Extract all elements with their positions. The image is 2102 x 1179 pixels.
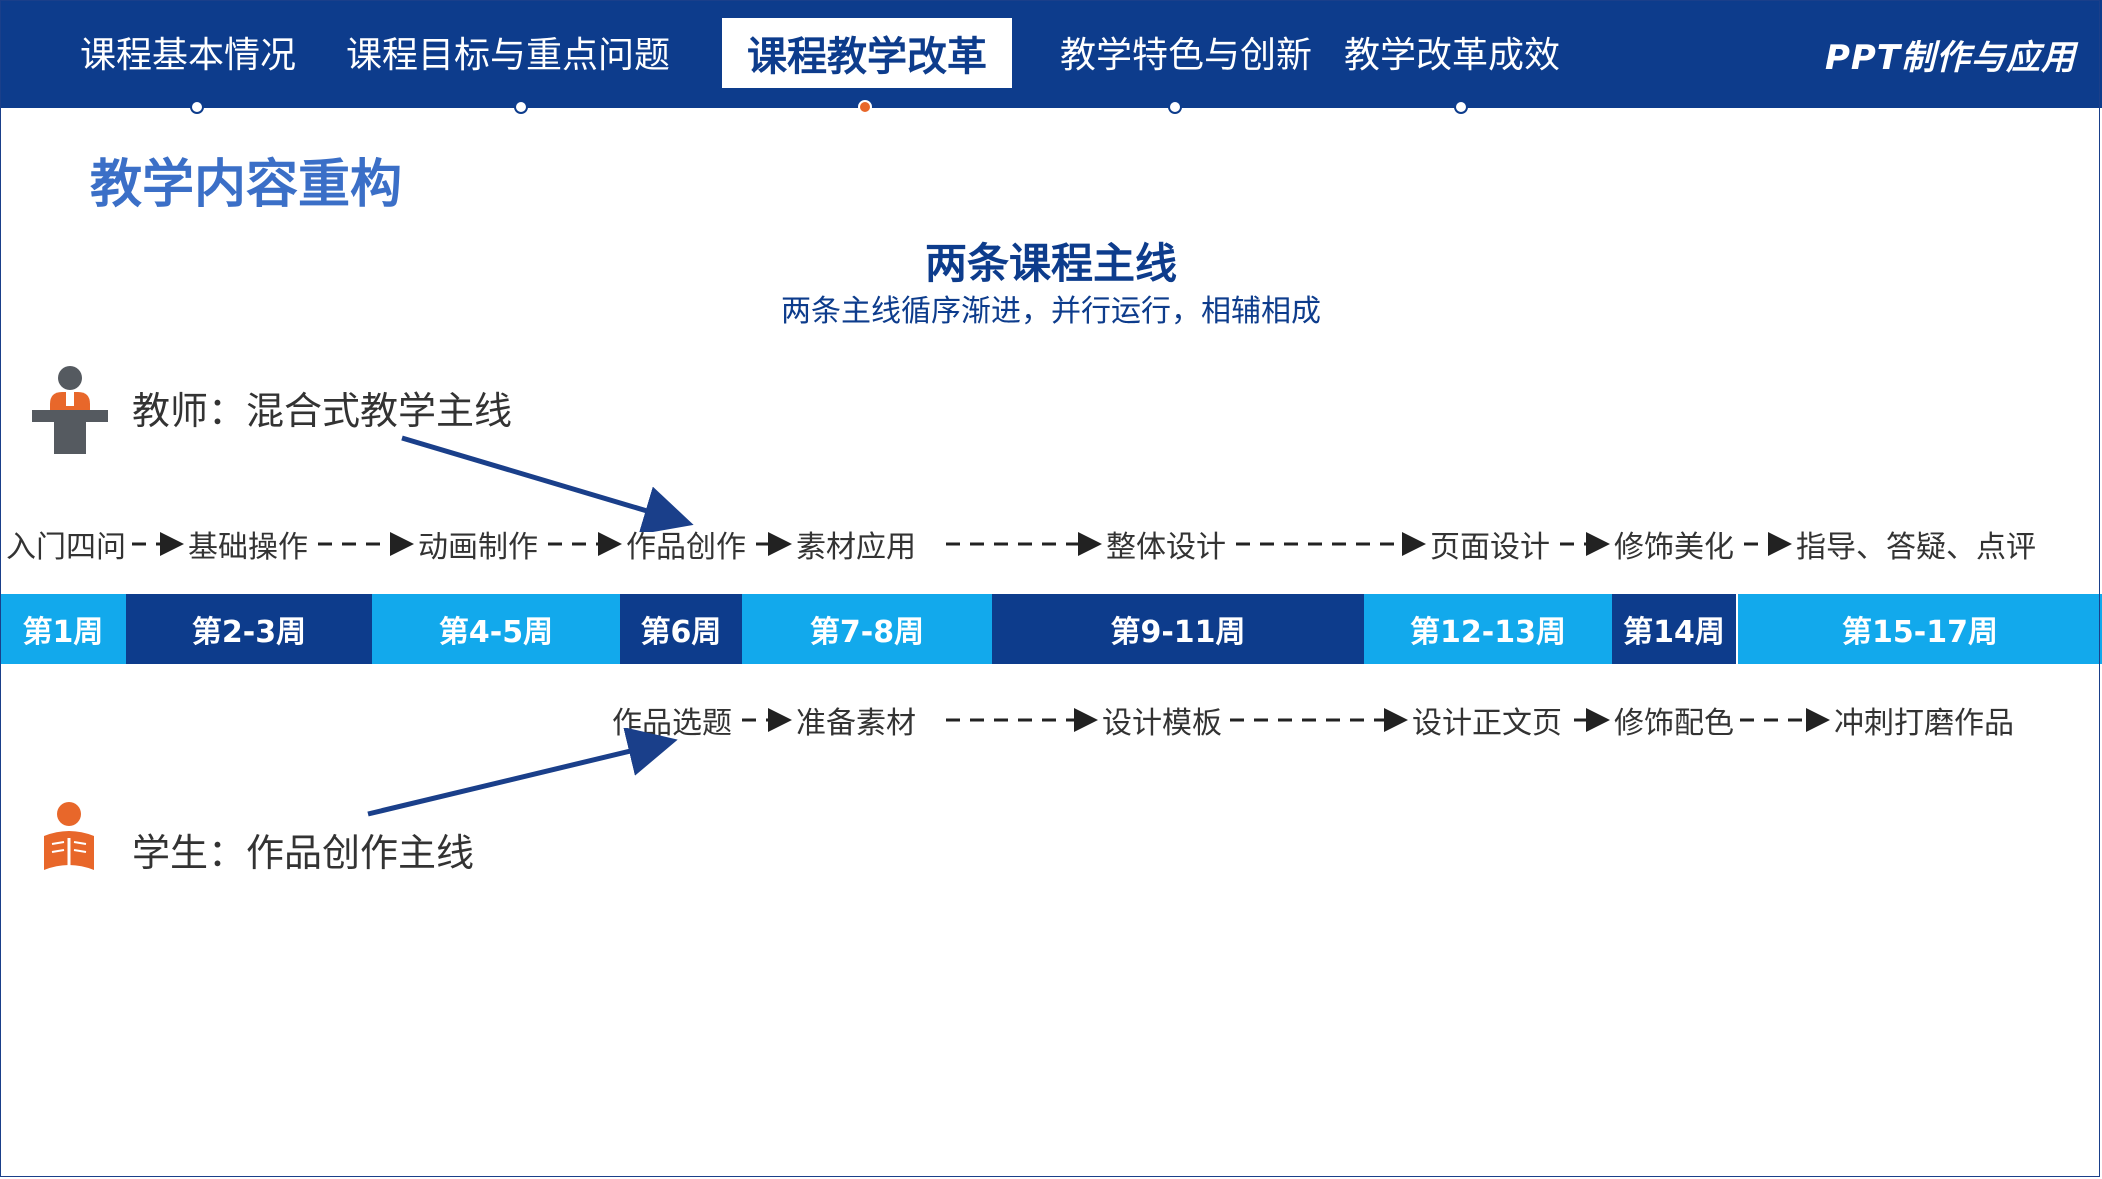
- week-segment: 第15-17周: [1738, 594, 2102, 664]
- student-pointer-arrow: [367, 728, 678, 817]
- student-step-connectors: [742, 708, 1830, 732]
- teacher-step: 指导、答疑、点评: [1796, 530, 2036, 565]
- student-reading-icon: [44, 802, 94, 870]
- teacher-step: 素材应用: [796, 530, 916, 565]
- week-segment: 第9-11周: [992, 594, 1364, 664]
- teacher-step: 基础操作: [188, 530, 308, 565]
- week-segment: 第14周: [1612, 594, 1736, 664]
- tab-features-innovation[interactable]: 教学特色与创新: [1059, 35, 1312, 76]
- week-segment: 第2-3周: [126, 594, 372, 664]
- section-heading: 两条课程主线: [924, 239, 1177, 288]
- teacher-step: 作品创作: [626, 530, 746, 565]
- nav-indicator-dot: [514, 100, 528, 114]
- tab-reform-results[interactable]: 教学改革成效: [1343, 35, 1560, 76]
- student-line-label: 学生：作品创作主线: [132, 831, 475, 875]
- nav-indicator-dot-active: [858, 100, 872, 114]
- teacher-step: 页面设计: [1430, 530, 1550, 565]
- student-step: 冲刺打磨作品: [1834, 706, 2014, 741]
- tab-course-goals[interactable]: 课程目标与重点问题: [345, 35, 670, 76]
- tab-course-overview[interactable]: 课程基本情况: [79, 35, 296, 76]
- teacher-step: 入门四问: [6, 530, 126, 565]
- week-segment: 第7-8周: [742, 594, 992, 664]
- week-timeline-bar: 第1周 第2-3周 第4-5周 第6周 第7-8周 第9-11周 第12-13周…: [0, 594, 2102, 664]
- nav-indicator-dot: [1168, 100, 1182, 114]
- student-step: 修饰配色: [1614, 706, 1734, 741]
- teacher-line-label: 教师：混合式教学主线: [132, 389, 513, 433]
- timeline-panel: 教师：混合式教学主线 入门四问 基础操作 动画制作 作品创作 素材应用 整体设计…: [0, 352, 2102, 884]
- page-title: 教学内容重构: [90, 155, 403, 215]
- student-step: 设计模板: [1102, 706, 1222, 741]
- top-nav-bar: 课程基本情况 课程目标与重点问题 课程教学改革 教学特色与创新 教学改革成效 P…: [0, 0, 2102, 108]
- section-subheading: 两条主线循序渐进，并行运行，相辅相成: [781, 294, 1321, 329]
- week-segment: 第1周: [0, 594, 126, 664]
- teacher-step: 修饰美化: [1614, 530, 1734, 565]
- tab-teaching-reform[interactable]: 课程教学改革: [722, 18, 1012, 88]
- brand-logo-text: PPT制作与应用: [1824, 38, 2076, 78]
- student-step: 准备素材: [796, 706, 916, 741]
- week-segment: 第12-13周: [1364, 594, 1612, 664]
- week-segment: 第6周: [620, 594, 742, 664]
- nav-indicator-dot: [190, 100, 204, 114]
- student-step: 设计正文页: [1412, 706, 1562, 741]
- nav-indicator-dot: [1454, 100, 1468, 114]
- teacher-podium-icon: [32, 366, 108, 454]
- week-segment: 第4-5周: [372, 594, 620, 664]
- teacher-step: 动画制作: [418, 530, 538, 565]
- teacher-pointer-arrow: [401, 435, 694, 532]
- teacher-step: 整体设计: [1106, 530, 1226, 565]
- teacher-step-connectors: [132, 532, 1792, 556]
